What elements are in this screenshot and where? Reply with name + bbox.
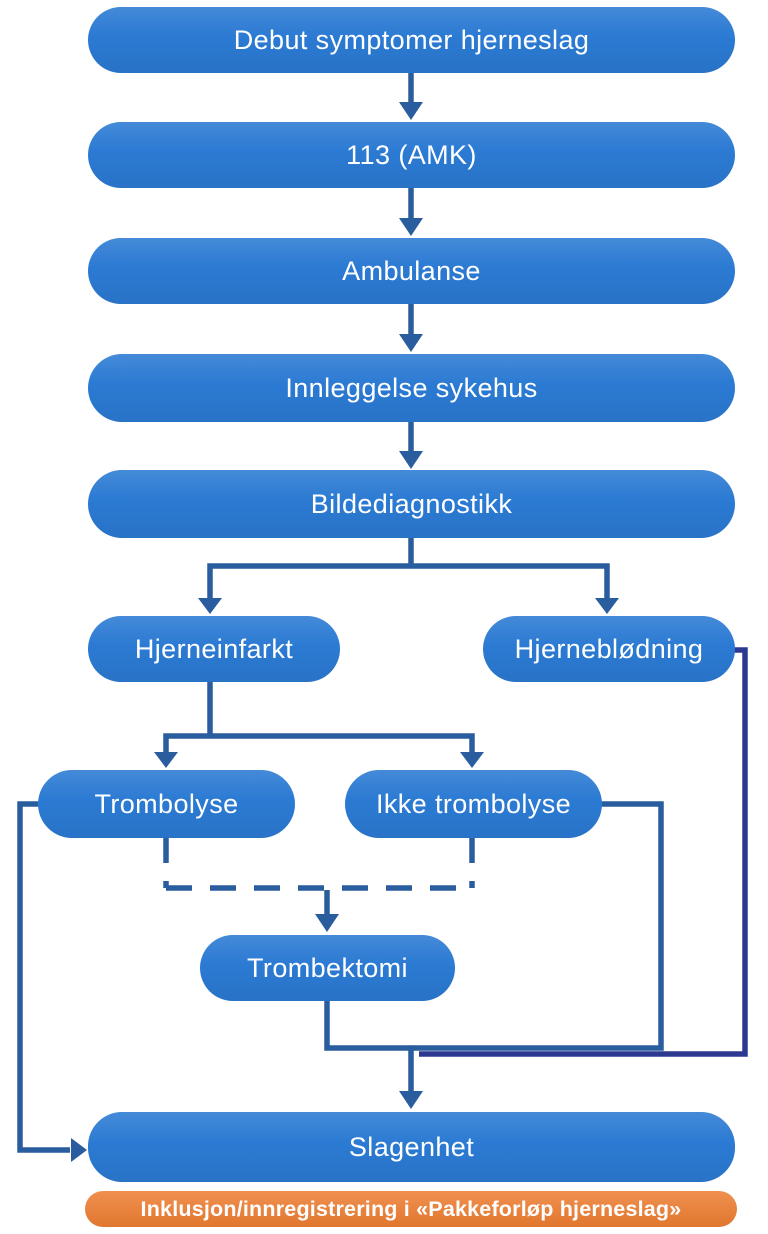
node-hjerneinfarkt: Hjerneinfarkt [88,616,340,682]
arrowhead-amk [399,102,423,120]
arrowhead-slagenhet-left [71,1138,87,1162]
edge-hjerneinfarkt-branch [163,733,475,753]
node-hjernebloedning: Hjerneblødning [483,616,735,682]
arrowhead-trombolyse [154,752,178,768]
edge-ikke-trombolyse-slagenhet [413,801,664,1051]
node-trombektomi: Trombektomi [200,935,455,1001]
edge-trombolyse-slagenhet [17,801,70,1153]
edge-trombektomi-slagenhet [324,1000,414,1051]
arrowhead-ikke-trombolyse [460,752,484,768]
arrowhead-innleggelse [399,334,423,352]
arrowhead-bildediagnostikk [399,451,423,469]
node-slagenhet: Slagenhet [88,1112,735,1182]
node-113-amk: 113 (AMK) [88,122,735,188]
arrowhead-hjernebloedning [595,598,619,614]
edge-hjernebloedning-slagenhet [419,647,748,1057]
node-trombolyse: Trombolyse [38,770,295,838]
arrowhead-ambulanse [399,218,423,236]
node-debut-symptomer: Debut symptomer hjerneslag [88,7,735,73]
arrowhead-slagenhet-top [399,1091,423,1109]
edge-dashed-trombektomi [163,837,475,891]
node-ikke-trombolyse: Ikke trombolyse [345,770,602,838]
node-innleggelse-sykehus: Innleggelse sykehus [88,354,735,422]
banner-inklusjon-pakkeforloep: Inklusjon/innregistrering i «Pakkeforløp… [85,1191,737,1227]
arrowhead-hjerneinfarkt [198,598,222,614]
node-ambulanse: Ambulanse [88,238,735,304]
node-bildediagnostikk: Bildediagnostikk [88,470,735,538]
edge-bildediagnostikk-branch [207,563,610,599]
arrowhead-trombektomi [315,914,339,932]
